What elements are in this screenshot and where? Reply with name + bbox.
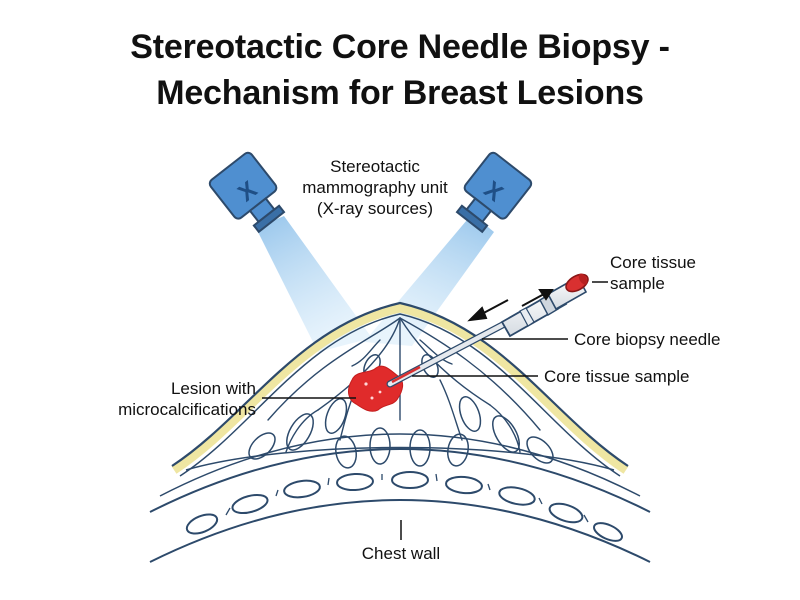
label-chest-wall: Chest wall — [361, 544, 441, 563]
label-lesion: Lesion with microcalcifications — [118, 379, 256, 419]
page-title: Stereotactic Core Needle Biopsy - Mechan… — [0, 24, 800, 116]
skin-layer — [171, 303, 629, 474]
label-core-tissue-sample-mid: Core tissue sample — [544, 367, 690, 386]
biopsy-needle — [386, 273, 589, 388]
leader-lines — [262, 281, 608, 540]
core-tissue-sample-mid — [391, 365, 421, 384]
xray-beam-right — [364, 214, 494, 346]
rib-ovals — [185, 471, 623, 542]
xray-source-left — [208, 151, 286, 234]
xray-beam-left — [256, 216, 372, 352]
title-line-2: Mechanism for Breast Lesions — [156, 74, 644, 112]
xray-source-right — [455, 151, 533, 234]
label-core-biopsy-needle: Core biopsy needle — [574, 330, 721, 349]
label-xray-unit: Stereotactic mammography unit (X-ray sou… — [302, 157, 448, 218]
core-tissue-sample-top — [565, 273, 589, 293]
motion-arrows-icon — [467, 289, 554, 322]
chest-wall — [149, 433, 651, 563]
label-core-tissue-sample-top: Core tissue sample — [610, 253, 696, 293]
title-line-1: Stereotactic Core Needle Biopsy - — [130, 28, 670, 66]
lesion — [348, 365, 404, 412]
